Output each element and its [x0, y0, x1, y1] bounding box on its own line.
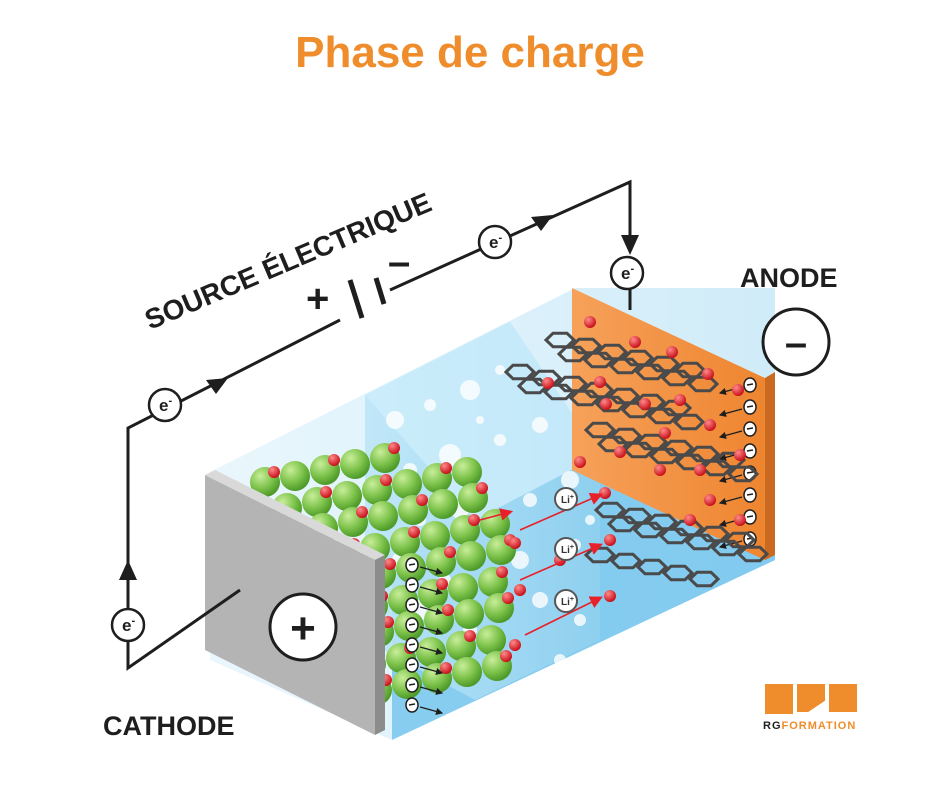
lithium-ions: Li+ Li+ Li+: [479, 487, 603, 651]
logo-block: [765, 684, 793, 714]
lithium-ion: Li+: [554, 537, 578, 561]
arrow-right-icon: [531, 215, 553, 231]
electron-markers: e-e-e-e-: [110, 224, 645, 643]
electron-marker: e-: [110, 607, 146, 643]
logo-block: [797, 684, 825, 712]
logo-suffix: FORMATION: [781, 720, 857, 732]
battery-minus-sign: –: [388, 240, 410, 284]
arrow-up-icon: [119, 560, 137, 580]
page-title: Phase de charge: [295, 28, 645, 77]
graphite-layers: [503, 331, 770, 588]
electron-marker: e-: [477, 224, 513, 260]
anode-sign: –: [761, 307, 831, 377]
electron-marker: e-: [609, 255, 645, 291]
logo-prefix: RG: [763, 720, 782, 732]
cathode-sign: +: [268, 592, 338, 662]
arrow-right-icon: [206, 378, 228, 394]
lithium-ion: Li+: [554, 589, 578, 613]
lithium-ion: Li+: [554, 487, 578, 511]
arrow-down-icon: [621, 235, 639, 255]
electron-marker: e-: [147, 387, 183, 423]
logo-block: [829, 684, 857, 712]
cathode-label: CATHODE: [103, 711, 235, 741]
battery-symbol: [347, 277, 387, 319]
cathode-plus-sign: +: [290, 604, 316, 653]
wire-arrows: [119, 215, 639, 580]
battery-plus-sign: +: [306, 277, 329, 321]
logo-text: RGFORMATION: [763, 720, 856, 732]
anode-lithium-atoms: [542, 316, 746, 602]
anode-minus-sign: –: [785, 321, 807, 365]
rgformation-logo: RGFORMATION: [763, 684, 863, 736]
anode-label: ANODE: [740, 263, 838, 293]
